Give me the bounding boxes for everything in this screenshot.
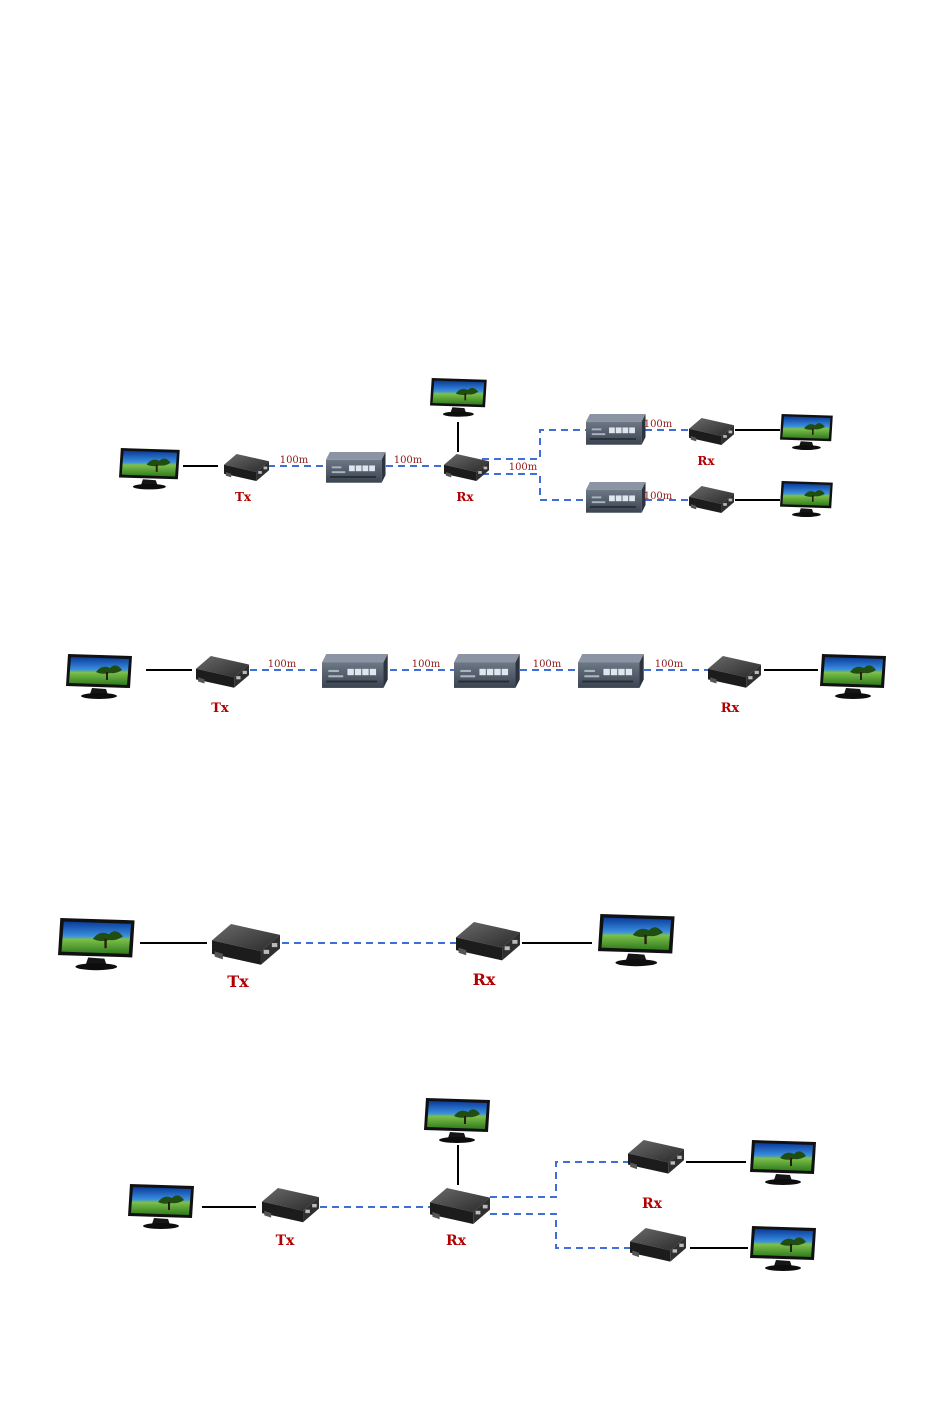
monitor-icon	[780, 481, 833, 517]
extender-icon	[628, 1140, 684, 1174]
extender-icon	[708, 656, 761, 688]
rx-label: Rx	[446, 1233, 467, 1249]
network-switch-icon	[586, 414, 646, 445]
distance-label: 100m	[655, 659, 684, 670]
extender-icon	[212, 924, 280, 965]
extender-icon	[689, 418, 734, 445]
rx-label: Rx	[642, 1196, 663, 1212]
distance-label: 100m	[533, 659, 562, 670]
tx-label: Tx	[235, 490, 252, 504]
extender-icon	[689, 486, 734, 513]
extender-icon	[456, 922, 520, 960]
rx-label: Rx	[721, 701, 740, 716]
network-switch-icon	[586, 482, 646, 513]
network-switch-icon	[322, 654, 388, 688]
extender-icon	[630, 1228, 686, 1262]
utp-cable	[490, 1214, 630, 1248]
monitor-icon	[66, 654, 132, 699]
utp-cable	[490, 1162, 630, 1197]
monitor-icon	[128, 1184, 194, 1229]
rx-label: Rx	[456, 490, 474, 504]
utp-cable	[482, 474, 586, 500]
distance-label: 100m	[509, 462, 538, 473]
network-switch-icon	[326, 452, 386, 483]
tx-label: Tx	[211, 701, 229, 716]
distance-label: 100m	[644, 491, 673, 502]
extender-icon	[196, 656, 249, 688]
rx-label: Rx	[697, 454, 715, 468]
monitor-icon	[820, 654, 886, 699]
distance-label: 100m	[280, 455, 309, 466]
monitor-icon	[750, 1226, 816, 1271]
extender-icon	[430, 1188, 490, 1224]
devices-layer	[58, 378, 886, 1271]
monitor-icon	[424, 1098, 490, 1143]
distance-label: 100m	[394, 455, 423, 466]
monitor-icon	[430, 378, 487, 417]
monitor-icon	[780, 414, 833, 450]
network-switch-icon	[454, 654, 520, 688]
extender-icon	[262, 1188, 319, 1222]
distance-label: 100m	[268, 659, 297, 670]
extender-icon	[224, 454, 269, 481]
monitor-icon	[750, 1140, 816, 1185]
distance-label: 100m	[412, 659, 441, 670]
tx-label: Tx	[276, 1233, 295, 1249]
distance-label: 100m	[644, 419, 673, 430]
monitor-icon	[119, 448, 180, 489]
utp-cable	[482, 430, 586, 459]
monitor-icon	[598, 914, 675, 966]
rx-label: Rx	[473, 970, 496, 989]
monitor-icon	[58, 918, 135, 970]
tx-label: Tx	[227, 972, 249, 991]
network-switch-icon	[578, 654, 644, 688]
